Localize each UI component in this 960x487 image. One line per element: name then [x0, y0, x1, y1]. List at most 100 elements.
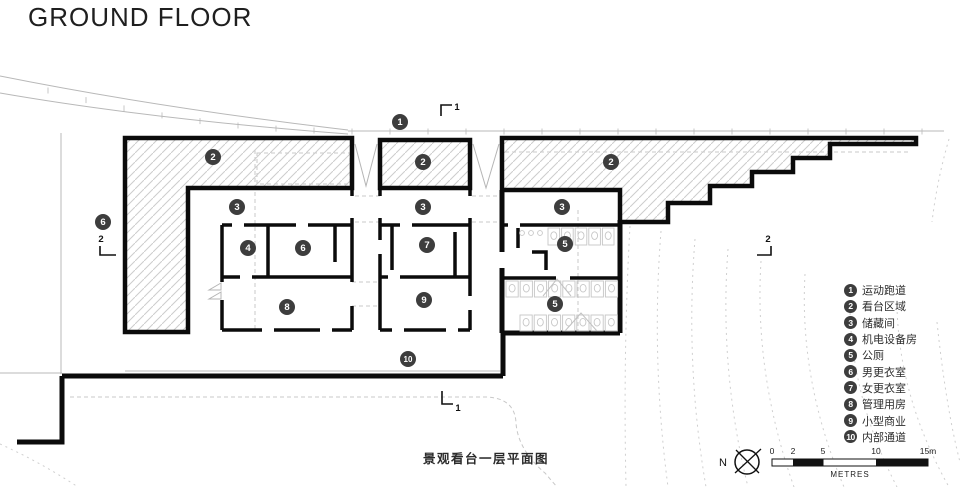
scale-tick-15m: 15m [920, 446, 937, 456]
legend-item-5: 5 公厕 [844, 347, 956, 363]
svg-text:10: 10 [404, 355, 413, 364]
legend-item-7: 7 女更衣室 [844, 380, 956, 396]
legend-item-8: 8 管理用房 [844, 396, 956, 412]
legend-item-number: 8 [844, 397, 857, 411]
svg-text:4: 4 [245, 243, 251, 254]
vomitory-marks [354, 143, 500, 190]
legend-item-number: 7 [844, 381, 857, 395]
north-label: N [719, 457, 727, 469]
room-marker-3: 3 [229, 199, 245, 215]
legend-item-label: 运动跑道 [862, 285, 906, 298]
svg-text:1: 1 [454, 102, 460, 113]
legend-item-label: 公厕 [862, 350, 884, 363]
room-marker-6: 6 [95, 214, 111, 230]
legend-item-label: 管理用房 [862, 399, 906, 412]
track-edge-curve-inner [0, 92, 349, 135]
outer-walls [17, 190, 623, 445]
room-marker-9: 9 [416, 292, 432, 308]
svg-text:8: 8 [284, 302, 289, 313]
room-marker-5: 5 [547, 296, 563, 312]
legend-item-number: 2 [844, 299, 857, 313]
legend-item-number: 4 [844, 332, 857, 346]
grandstand-left-block [122, 135, 355, 335]
double-door-icon [207, 282, 222, 300]
svg-text:3: 3 [420, 202, 425, 213]
svg-text:2: 2 [210, 152, 215, 163]
interior-walls [220, 188, 620, 332]
svg-text:6: 6 [100, 217, 105, 228]
room-marker-6: 6 [295, 240, 311, 256]
legend-item-10: 10 内部通道 [844, 429, 956, 445]
legend-item-label: 看台区域 [862, 301, 906, 314]
section-marks: 1 1 2 2 [98, 102, 772, 414]
legend-item-3: 3 储藏间 [844, 315, 956, 331]
page-title: GROUND FLOOR [28, 2, 253, 32]
legend-item-number: 5 [844, 348, 857, 362]
room-marker-7: 7 [419, 237, 435, 253]
legend-item-4: 4 机电设备房 [844, 331, 956, 347]
room-marker-2: 2 [603, 154, 619, 170]
room-marker-10: 10 [400, 351, 416, 367]
track-edge-curve-outer [0, 75, 349, 131]
section-mark-2-left: 2 [98, 234, 116, 256]
legend-item-label: 内部通道 [862, 431, 906, 444]
legend-item-label: 女更衣室 [862, 382, 906, 395]
toilet-fixtures [505, 227, 619, 332]
legend-item-6: 6 男更衣室 [844, 363, 956, 379]
legend-item-number: 6 [844, 365, 857, 379]
svg-text:1: 1 [397, 117, 403, 128]
room-marker-2: 2 [415, 154, 431, 170]
legend-item-number: 10 [844, 430, 857, 444]
room-marker-3: 3 [554, 199, 570, 215]
scale-unit-label: METRES [830, 470, 869, 479]
legend-item-label: 小型商业 [862, 415, 906, 428]
legend-item-number: 3 [844, 316, 857, 330]
scale-tick-labels: 0 2 5 10 15m [770, 446, 937, 456]
construction-dashed-lines [70, 150, 910, 487]
svg-text:5: 5 [562, 239, 568, 250]
scale-tick-10: 10 [871, 446, 881, 456]
legend-item-label: 机电设备房 [862, 334, 917, 347]
legend-item-label: 男更衣室 [862, 366, 906, 379]
track-tick-marks [47, 87, 923, 135]
dashed-passage-links [352, 195, 502, 307]
section-mark-1-bottom: 1 [441, 391, 461, 414]
scale-tick-5: 5 [821, 446, 826, 456]
drawing-title: 景观看台一层平面图 [422, 452, 549, 466]
svg-text:9: 9 [421, 295, 426, 306]
svg-text:2: 2 [765, 234, 770, 245]
scale-tick-0: 0 [770, 446, 775, 456]
room-marker-1: 1 [392, 114, 408, 130]
svg-text:2: 2 [98, 234, 103, 245]
room-marker-2: 2 [205, 149, 221, 165]
legend-item-2: 2 看台区域 [844, 298, 956, 314]
compass-needles [734, 448, 762, 474]
section-mark-1-top: 1 [440, 102, 460, 116]
svg-text:3: 3 [234, 202, 239, 213]
svg-text:2: 2 [420, 157, 425, 168]
svg-text:6: 6 [300, 243, 305, 254]
scale-bar: 0 2 5 10 15m METRES [770, 446, 937, 479]
door-swing-marks [542, 278, 598, 332]
compass-circle [734, 449, 760, 475]
svg-text:5: 5 [552, 299, 558, 310]
section-mark-2-right: 2 [757, 234, 772, 256]
room-marker-8: 8 [279, 299, 295, 315]
legend-item-number: 9 [844, 414, 857, 428]
north-arrow: N [719, 448, 762, 475]
room-marker-5: 5 [557, 236, 573, 252]
legend-item-label: 储藏间 [862, 317, 895, 330]
scale-tick-2: 2 [791, 446, 796, 456]
terrace-dashed-curves [0, 138, 960, 487]
room-marker-4: 4 [240, 240, 256, 256]
svg-text:7: 7 [424, 240, 429, 251]
svg-text:3: 3 [559, 202, 564, 213]
room-marker-3: 3 [415, 199, 431, 215]
dashed-site-boundary [70, 396, 558, 487]
room-markers: 1 2 2 2 3 3 3 4 6 6 7 5 5 8 9 10 [95, 114, 619, 367]
svg-text:1: 1 [455, 403, 461, 414]
